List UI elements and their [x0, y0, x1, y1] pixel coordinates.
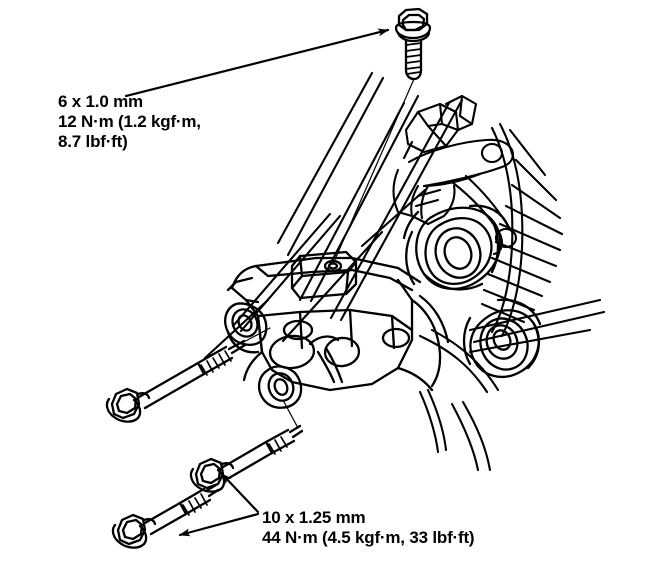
leader-lower-bolt-middle — [220, 472, 260, 514]
leader-lines — [124, 28, 390, 537]
engine-block-lower-edge — [203, 298, 500, 472]
cooling-fins — [480, 122, 564, 338]
lower-flange-bolt-left — [105, 327, 271, 423]
lower-bolt-torque-callout: 10 x 1.25 mm 44 N·m (4.5 kgf·m, 33 lbf·f… — [262, 508, 475, 548]
engine-mount-bracket — [224, 250, 450, 409]
upper-bracket-body — [392, 94, 478, 226]
upper-bolt-torque-callout: 6 x 1.0 mm 12 N·m (1.2 kgf·m, 8.7 lbf·ft… — [58, 92, 201, 152]
lower-flange-bolt-lower — [111, 483, 220, 549]
lower-pulley — [462, 298, 542, 378]
upper-flange-bolt — [332, 7, 432, 265]
lower-flange-bolt-middle — [189, 399, 304, 493]
upper-pulley — [402, 204, 510, 291]
leader-lower-bolt-lower — [178, 512, 260, 537]
leader-upper-bolt — [124, 28, 390, 98]
